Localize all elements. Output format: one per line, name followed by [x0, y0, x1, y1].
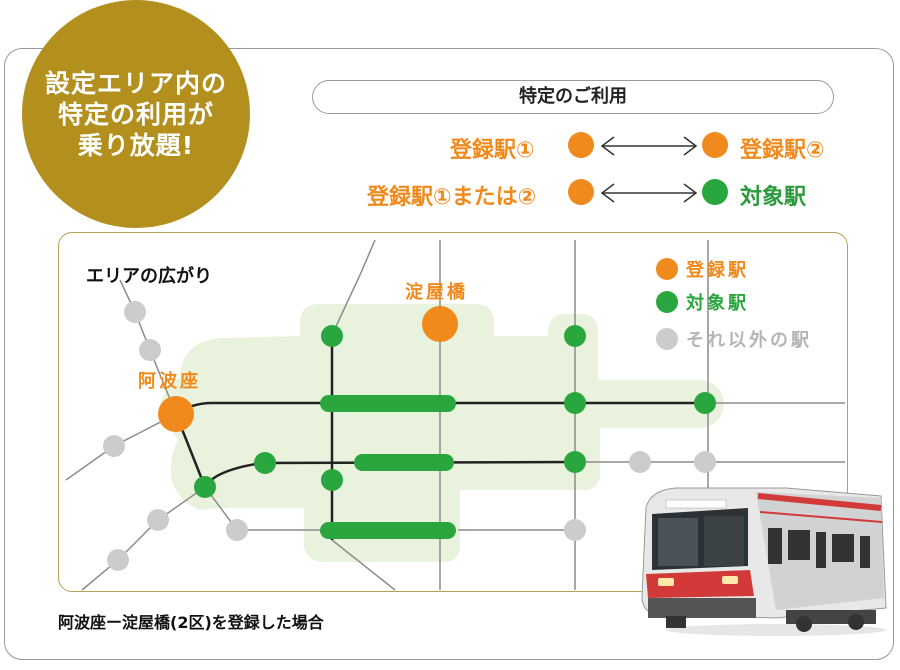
coverage-area	[160, 304, 724, 562]
unlimited-ride-badge: 設定エリア内の 特定の利用が 乗り放題!	[22, 0, 250, 228]
registered-station-awaza	[158, 396, 194, 432]
other-station	[629, 451, 651, 473]
train-illustration	[641, 487, 887, 636]
registered-station-dot	[702, 132, 728, 158]
main-panel	[4, 48, 894, 660]
legend-label: 対象駅	[686, 293, 749, 314]
target-station	[321, 469, 343, 491]
awaza-label: 阿波座	[138, 371, 201, 392]
yodoyabashi-label: 淀屋橋	[405, 282, 468, 303]
two-way-arrow-icon	[600, 183, 698, 203]
caption: 阿波座ー淀屋橋(2区)を登録した場合	[58, 613, 324, 632]
registered-station-yodoyabashi	[422, 306, 458, 342]
usage-title: 特定のご利用	[312, 80, 834, 114]
grey-line	[331, 239, 376, 336]
other-station	[226, 519, 248, 541]
other-station	[694, 451, 716, 473]
target-station	[564, 325, 586, 347]
legend-target: 対象駅	[656, 289, 749, 315]
area-map-frame	[58, 232, 848, 592]
grey-line	[81, 486, 206, 591]
other-station	[139, 339, 161, 361]
target-station	[321, 325, 343, 347]
legend-registered: 登録駅	[656, 256, 749, 282]
badge-text: 設定エリア内の 特定の利用が 乗り放題!	[44, 68, 227, 160]
target-platform-bar	[354, 454, 454, 471]
legend-dot	[656, 291, 678, 313]
target-station	[564, 392, 586, 414]
target-platform-bar	[320, 522, 456, 539]
area-title: エリアの広がり	[86, 266, 212, 287]
target-station-dot	[702, 179, 728, 205]
registered-station-dot	[568, 132, 594, 158]
registered-station-dot	[568, 179, 594, 205]
target-station	[564, 451, 586, 473]
other-station	[107, 549, 129, 571]
rule2-right-label: 対象駅	[740, 185, 807, 210]
other-station	[147, 509, 169, 531]
rule1-right-label: 登録駅②	[740, 138, 825, 163]
other-station	[124, 301, 146, 323]
legend-other: それ以外の駅	[656, 326, 812, 352]
grey-line	[119, 279, 177, 415]
target-station	[254, 452, 276, 474]
target-platform-bar	[320, 395, 456, 412]
rule1-left-label: 登録駅①	[450, 138, 535, 163]
other-station	[103, 435, 125, 457]
legend-label: それ以外の駅	[686, 330, 812, 351]
target-station	[194, 476, 216, 498]
other-station	[564, 519, 586, 541]
rule2-left-label: 登録駅①または②	[367, 185, 537, 210]
legend-dot	[656, 328, 678, 350]
grey-line	[331, 539, 396, 591]
legend-label: 登録駅	[686, 260, 749, 281]
target-station	[694, 392, 716, 414]
legend-dot	[656, 258, 678, 280]
two-way-arrow-icon	[600, 136, 698, 156]
